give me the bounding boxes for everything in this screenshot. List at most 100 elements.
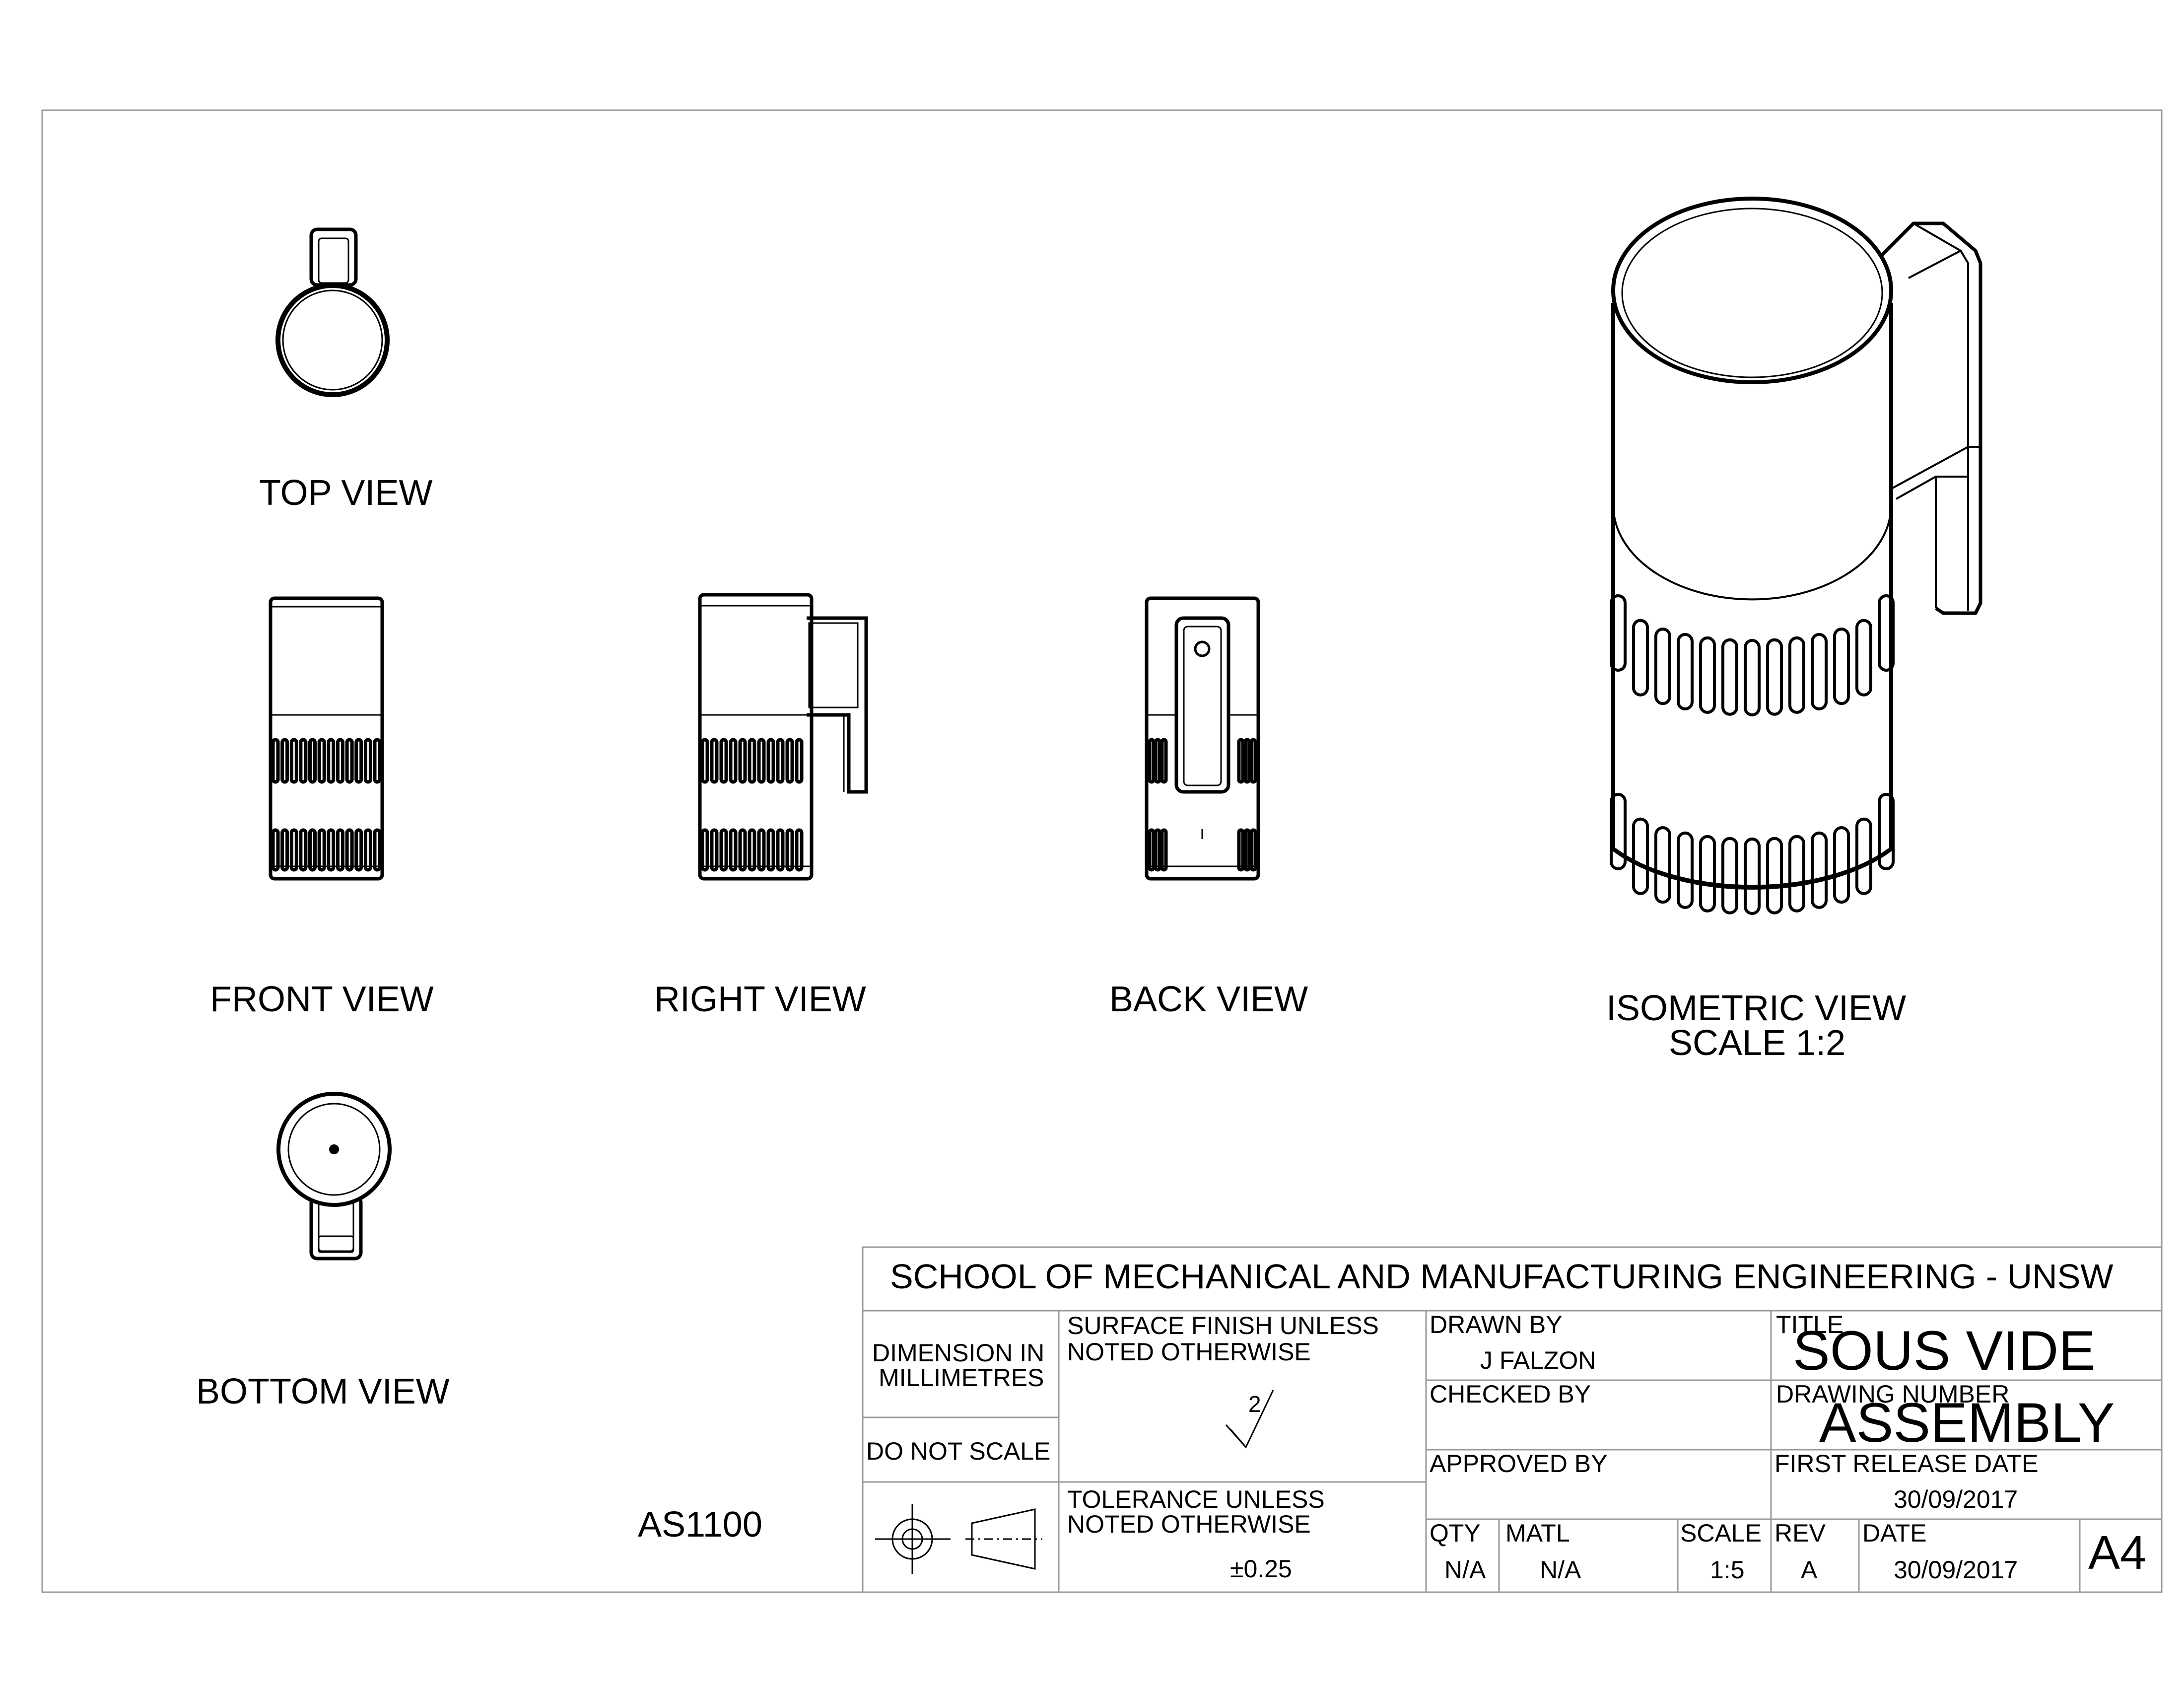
vent-slot — [1855, 817, 1872, 895]
date-value: 30/09/2017 — [1894, 1556, 2018, 1584]
vent-slot — [785, 828, 794, 872]
vent-slot — [795, 738, 804, 784]
vent-slot — [1744, 639, 1761, 716]
vent-slot — [280, 738, 289, 784]
rev-label: REV — [1774, 1519, 1826, 1547]
vent-slot — [1788, 636, 1805, 714]
vent-slot — [1243, 828, 1251, 872]
vent-slot — [271, 828, 280, 872]
vent-slot — [363, 738, 372, 784]
surface-finish-line2: NOTED OTHERWISE — [1067, 1338, 1311, 1366]
checked-by-label: CHECKED BY — [1430, 1380, 1591, 1408]
scale-label: SCALE — [1680, 1519, 1762, 1547]
vent-slot — [280, 828, 289, 872]
back-view-drawing — [1145, 596, 1260, 881]
vent-slot — [1160, 828, 1168, 872]
vent-slot — [1632, 619, 1649, 697]
isometric-view-label: ISOMETRIC VIEW — [1606, 988, 1907, 1028]
vent-slot — [1249, 738, 1257, 784]
vent-slot — [1148, 738, 1156, 784]
vent-slot — [308, 738, 317, 784]
vent-slot — [1878, 793, 1895, 870]
tolerance-line2: NOTED OTHERWISE — [1067, 1510, 1311, 1538]
vent-slot — [1699, 835, 1716, 913]
vent-slot — [1766, 837, 1783, 914]
vent-slot — [1610, 594, 1627, 672]
vent-slot — [1610, 793, 1627, 870]
isometric-view-drawing — [1610, 197, 1982, 915]
vent-slot — [373, 828, 382, 872]
surface-finish-value: 2 — [1248, 1391, 1261, 1417]
vent-slot — [327, 828, 336, 872]
vent-slot — [729, 738, 738, 784]
approved-by-label: APPROVED BY — [1430, 1450, 1608, 1477]
vent-slot — [1811, 831, 1828, 909]
right-view-drawing — [698, 593, 868, 881]
top-view-drawing — [275, 227, 390, 397]
vent-slot — [1833, 826, 1850, 904]
vent-slot — [1632, 817, 1649, 895]
vent-slot — [345, 738, 354, 784]
vent-slot — [1833, 628, 1850, 705]
matl-value: N/A — [1540, 1556, 1581, 1584]
drawing-number-label: DRAWING NUMBER — [1776, 1380, 2010, 1408]
school-heading: SCHOOL OF MECHANICAL AND MANUFACTURING E… — [890, 1257, 2114, 1296]
drawn-by-value: J FALZON — [1480, 1346, 1596, 1374]
drawn-by-label: DRAWN BY — [1430, 1311, 1563, 1338]
surface-finish-icon — [1225, 1390, 1274, 1449]
vent-slot — [1878, 594, 1895, 672]
vent-slot — [1237, 738, 1245, 784]
vent-slot — [1160, 738, 1168, 784]
vent-slot — [785, 738, 794, 784]
vent-slot — [729, 828, 738, 872]
vent-slot — [363, 828, 372, 872]
tolerance-value: ±0.25 — [1230, 1555, 1292, 1583]
title-label: TITLE — [1776, 1311, 1844, 1338]
date-label: DATE — [1862, 1519, 1927, 1547]
vent-slot — [719, 828, 728, 872]
back-view-label: BACK VIEW — [1109, 980, 1308, 1019]
vent-slot — [748, 828, 756, 872]
projection-symbol-icon — [875, 1504, 1042, 1574]
vent-slot — [299, 738, 308, 784]
tolerance-line1: TOLERANCE UNLESS — [1067, 1485, 1325, 1513]
vent-slot — [317, 738, 326, 784]
vent-slot — [757, 738, 766, 784]
vent-slot — [1677, 831, 1694, 909]
vent-slot — [327, 738, 336, 784]
rev-value: A — [1801, 1556, 1818, 1584]
vent-slot — [1237, 828, 1245, 872]
sheet-size: A4 — [2088, 1526, 2147, 1579]
front-view-drawing — [269, 596, 384, 881]
vent-slot — [710, 738, 719, 784]
vent-slot — [700, 828, 709, 872]
standard-label: AS1100 — [638, 1505, 762, 1545]
front-view-label: FRONT VIEW — [210, 980, 434, 1019]
vent-slot — [354, 738, 363, 784]
vent-slot — [308, 828, 317, 872]
vent-slot — [748, 738, 756, 784]
vent-slot — [1154, 828, 1161, 872]
top-view-label: TOP VIEW — [259, 473, 433, 513]
right-view-label: RIGHT VIEW — [654, 980, 866, 1019]
vent-slot — [1148, 828, 1156, 872]
vent-slot — [1243, 738, 1251, 784]
vent-slot — [271, 738, 280, 784]
vent-slot — [1721, 638, 1738, 716]
isometric-scale-label: SCALE 1:2 — [1669, 1023, 1846, 1063]
vent-slot — [289, 828, 298, 872]
vent-slot — [317, 828, 326, 872]
vent-slot — [738, 738, 747, 784]
vent-slot — [1654, 628, 1671, 705]
vent-slot — [757, 828, 766, 872]
bottom-view-drawing — [276, 1092, 392, 1261]
vent-slot — [766, 828, 775, 872]
do-not-scale-note: DO NOT SCALE — [866, 1437, 1051, 1465]
vent-slot — [776, 828, 785, 872]
qty-label: QTY — [1430, 1519, 1481, 1547]
vent-slot — [1855, 619, 1872, 697]
vent-slot — [289, 738, 298, 784]
dimension-unit-line1: DIMENSION IN — [872, 1339, 1045, 1367]
vent-slot — [1811, 633, 1828, 710]
